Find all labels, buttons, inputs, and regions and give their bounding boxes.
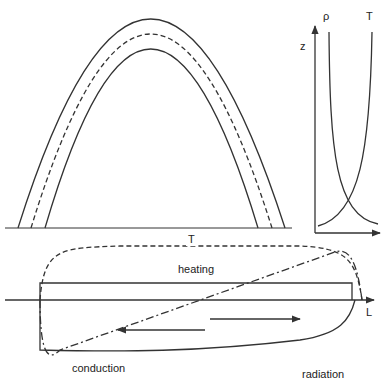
axis-label: L (364, 306, 374, 319)
curve-label: T (186, 233, 197, 246)
curve-label: conduction (70, 362, 127, 375)
axis-label: z (298, 40, 308, 53)
curve-label: radiation (300, 368, 346, 381)
axis-label: ρ (321, 10, 331, 23)
axis-label: T (364, 10, 375, 23)
curve-label: heating (176, 263, 216, 276)
